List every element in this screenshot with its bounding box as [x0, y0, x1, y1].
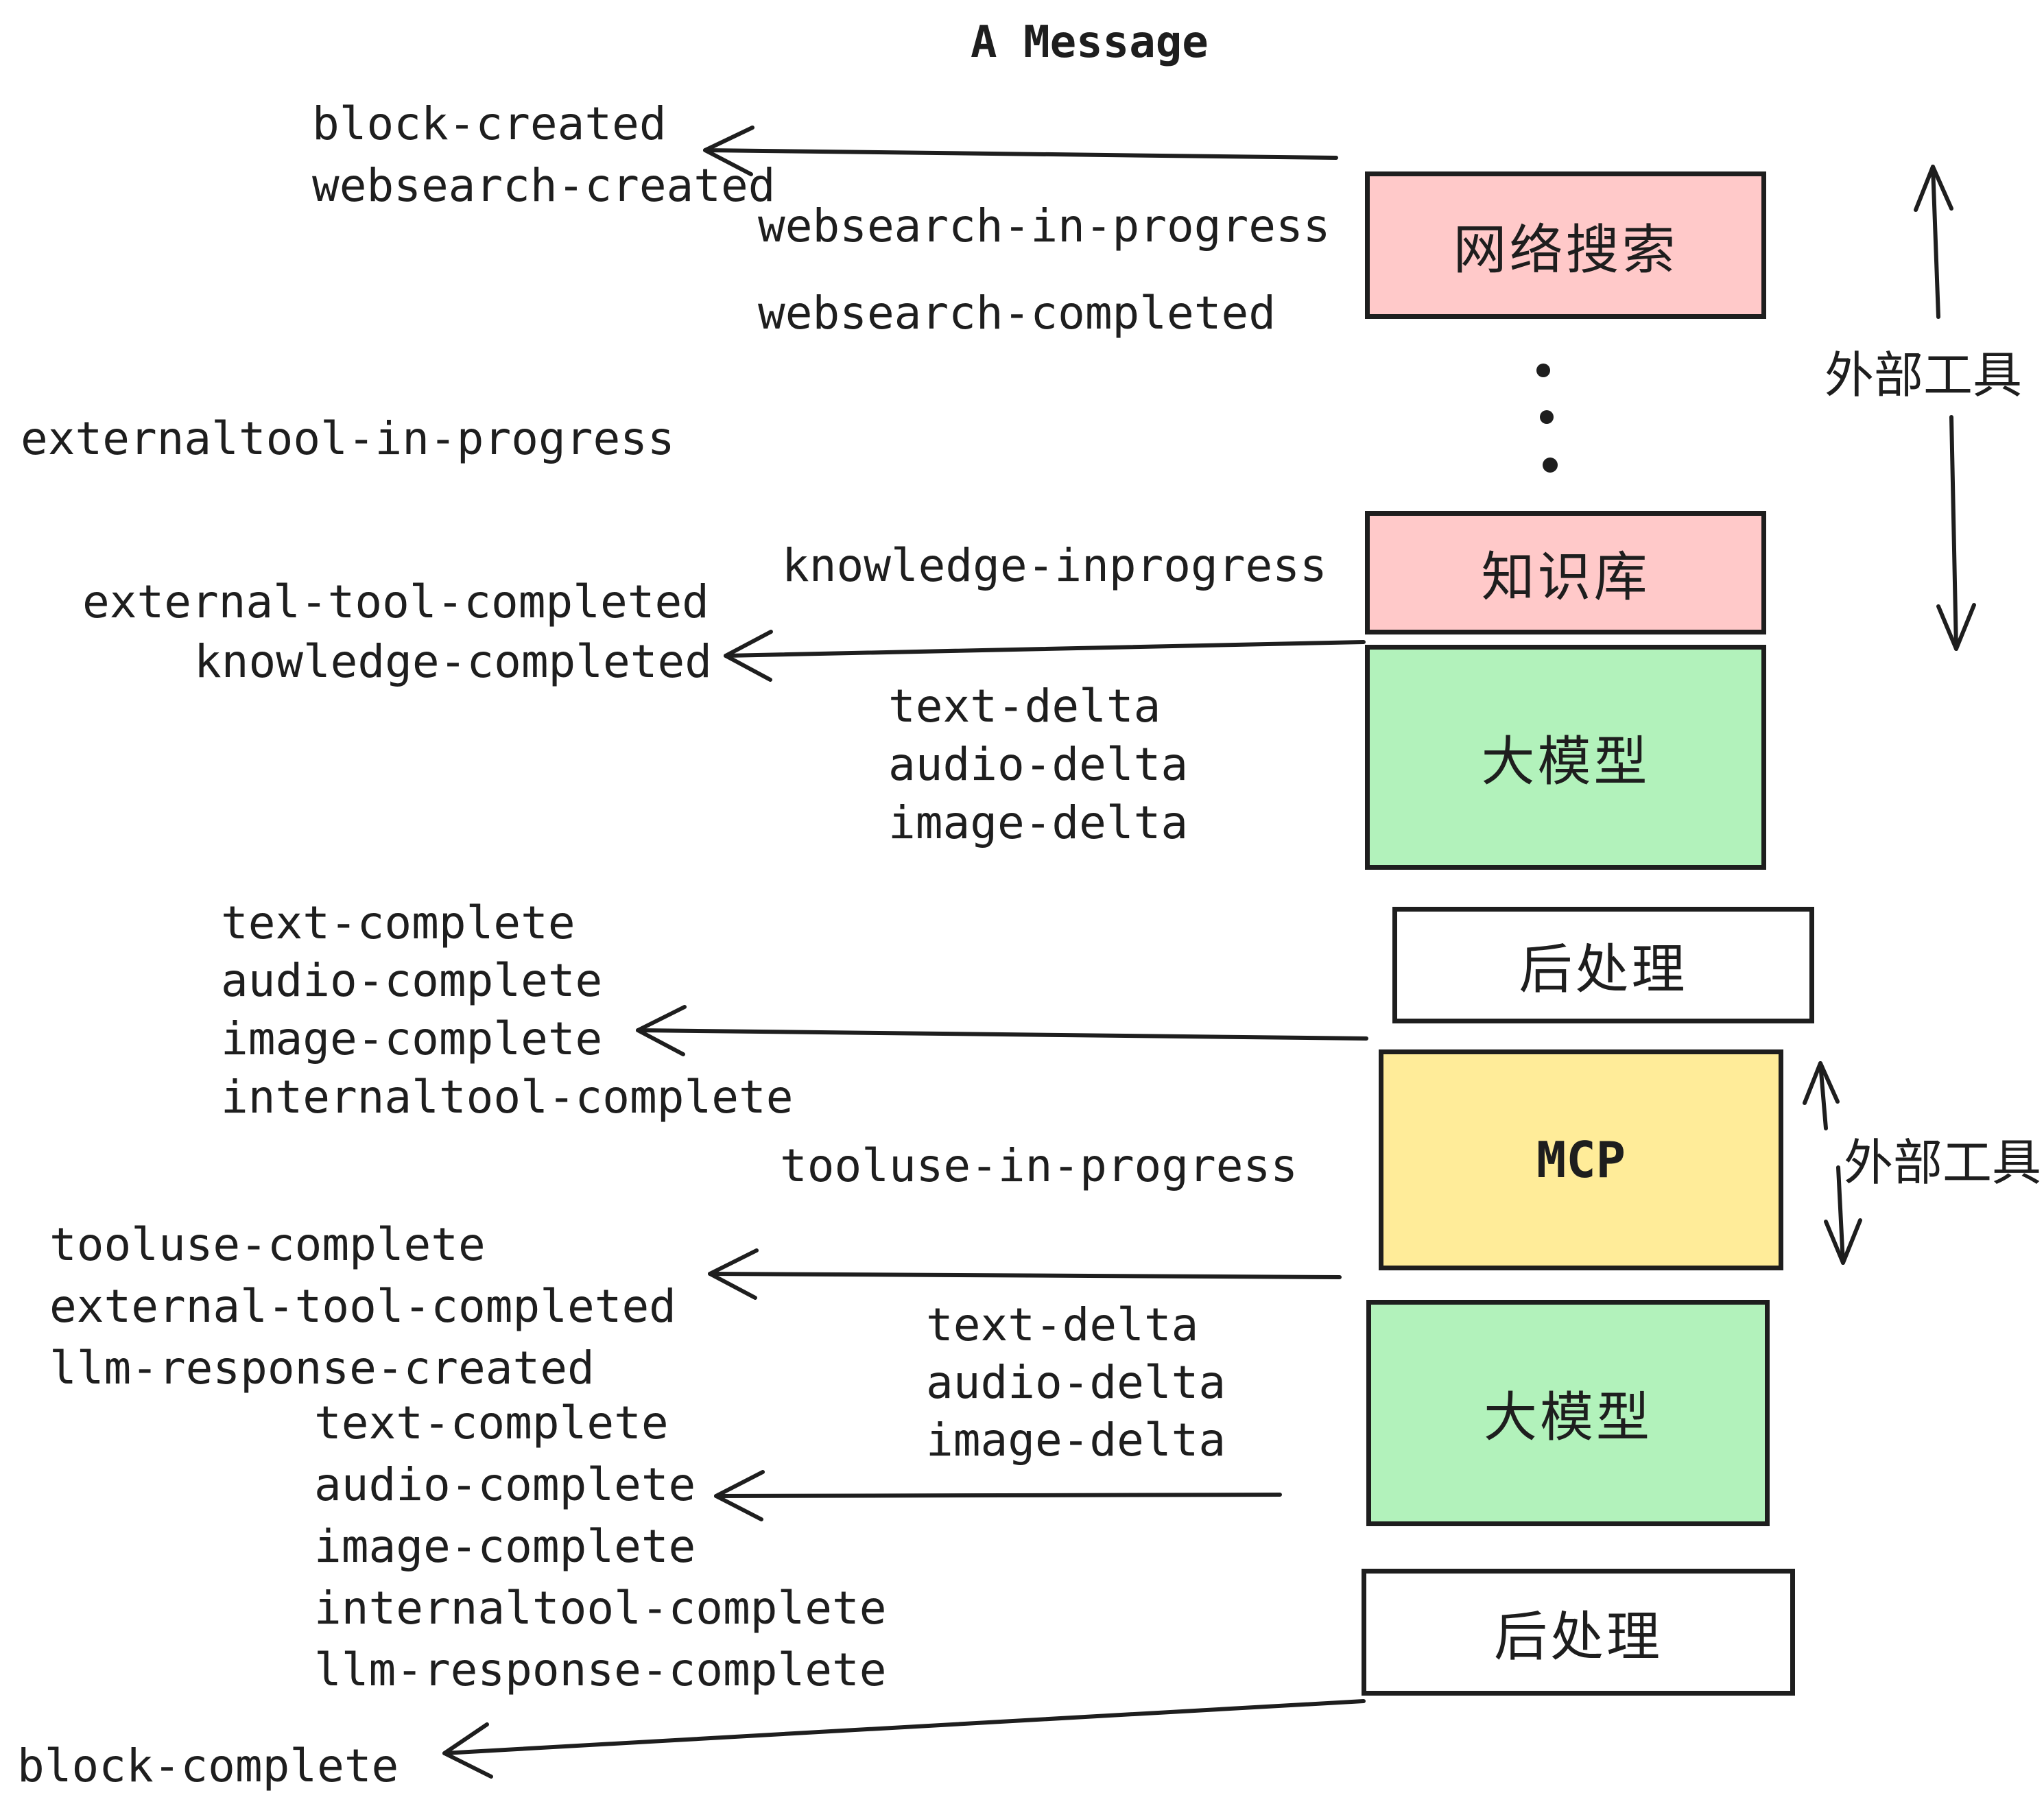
event-audio-delta-2: audio-delta — [926, 1356, 1226, 1409]
event-external-tool-completed-1: external-tool-completed — [82, 575, 709, 628]
event-audio-delta-1: audio-delta — [888, 738, 1189, 791]
event-knowledge-inprogress: knowledge-inprogress — [782, 539, 1327, 592]
box-knowledge: 知识库 — [1365, 511, 1766, 634]
arrow-block-complete — [444, 1701, 1364, 1777]
event-text-delta-1: text-delta — [888, 680, 1161, 733]
event-externaltool-in-progress: externaltool-in-progress — [21, 412, 675, 465]
event-text-complete-1: text-complete — [221, 897, 575, 949]
arrow-block-created — [705, 128, 1336, 174]
event-block-complete: block-complete — [17, 1740, 399, 1792]
box-llm-2: 大模型 — [1366, 1300, 1770, 1526]
event-knowledge-completed: knowledge-completed — [194, 635, 712, 688]
arrow-audio-complete — [716, 1472, 1280, 1519]
box-llm-1: 大模型 — [1365, 645, 1766, 870]
event-internaltool-complete-2: internaltool-complete — [314, 1582, 887, 1635]
box-llm-1-label: 大模型 — [1481, 731, 1650, 792]
arrow-image-complete — [638, 1007, 1366, 1054]
box-websearch-label: 网络搜索 — [1453, 219, 1678, 280]
event-external-tool-completed-2: external-tool-completed — [49, 1280, 676, 1333]
event-block-created: block-created — [312, 97, 667, 150]
event-text-delta-2: text-delta — [926, 1298, 1199, 1351]
arrow-external-tools-down-1 — [1938, 417, 1974, 649]
ellipsis-dots — [1536, 364, 1558, 473]
external-tools-label-top: 外部工具 — [1825, 348, 2023, 403]
box-postprocess-2: 后处理 — [1362, 1569, 1795, 1696]
event-websearch-created: websearch-created — [312, 159, 776, 212]
event-websearch-completed: websearch-completed — [758, 287, 1276, 340]
box-postprocess-2-label: 后处理 — [1493, 1606, 1663, 1667]
event-tooluse-complete: tooluse-complete — [49, 1218, 486, 1271]
event-image-complete-1: image-complete — [221, 1012, 603, 1065]
event-llm-response-complete: llm-response-complete — [314, 1643, 887, 1696]
box-knowledge-label: 知识库 — [1481, 547, 1650, 607]
event-text-complete-2: text-complete — [314, 1397, 669, 1449]
arrow-external-tools-up-1 — [1916, 167, 1951, 317]
event-image-complete-2: image-complete — [314, 1520, 696, 1573]
page-title: A Message — [971, 17, 1209, 68]
event-audio-complete-2: audio-complete — [314, 1458, 696, 1511]
box-postprocess-1: 后处理 — [1392, 907, 1814, 1023]
event-llm-response-created: llm-response-created — [49, 1342, 595, 1394]
event-tooluse-in-progress: tooluse-in-progress — [780, 1139, 1298, 1192]
event-websearch-in-progress: websearch-in-progress — [758, 200, 1331, 252]
box-websearch: 网络搜索 — [1365, 171, 1766, 319]
event-internaltool-complete-1: internaltool-complete — [221, 1071, 794, 1124]
event-audio-complete-1: audio-complete — [221, 954, 603, 1007]
arrow-external-tools-up-2 — [1805, 1063, 1838, 1128]
event-image-delta-1: image-delta — [888, 796, 1189, 849]
box-llm-2-label: 大模型 — [1483, 1387, 1652, 1447]
box-mcp-label: MCP — [1536, 1131, 1626, 1189]
box-mcp: MCP — [1379, 1049, 1783, 1270]
arrow-tooluse-complete — [710, 1250, 1340, 1298]
box-postprocess-1-label: 后处理 — [1519, 939, 1688, 999]
arrow-knowledge-completed — [726, 632, 1364, 680]
event-image-delta-2: image-delta — [926, 1414, 1226, 1467]
external-tools-label-mcp: 外部工具 — [1844, 1136, 2042, 1191]
